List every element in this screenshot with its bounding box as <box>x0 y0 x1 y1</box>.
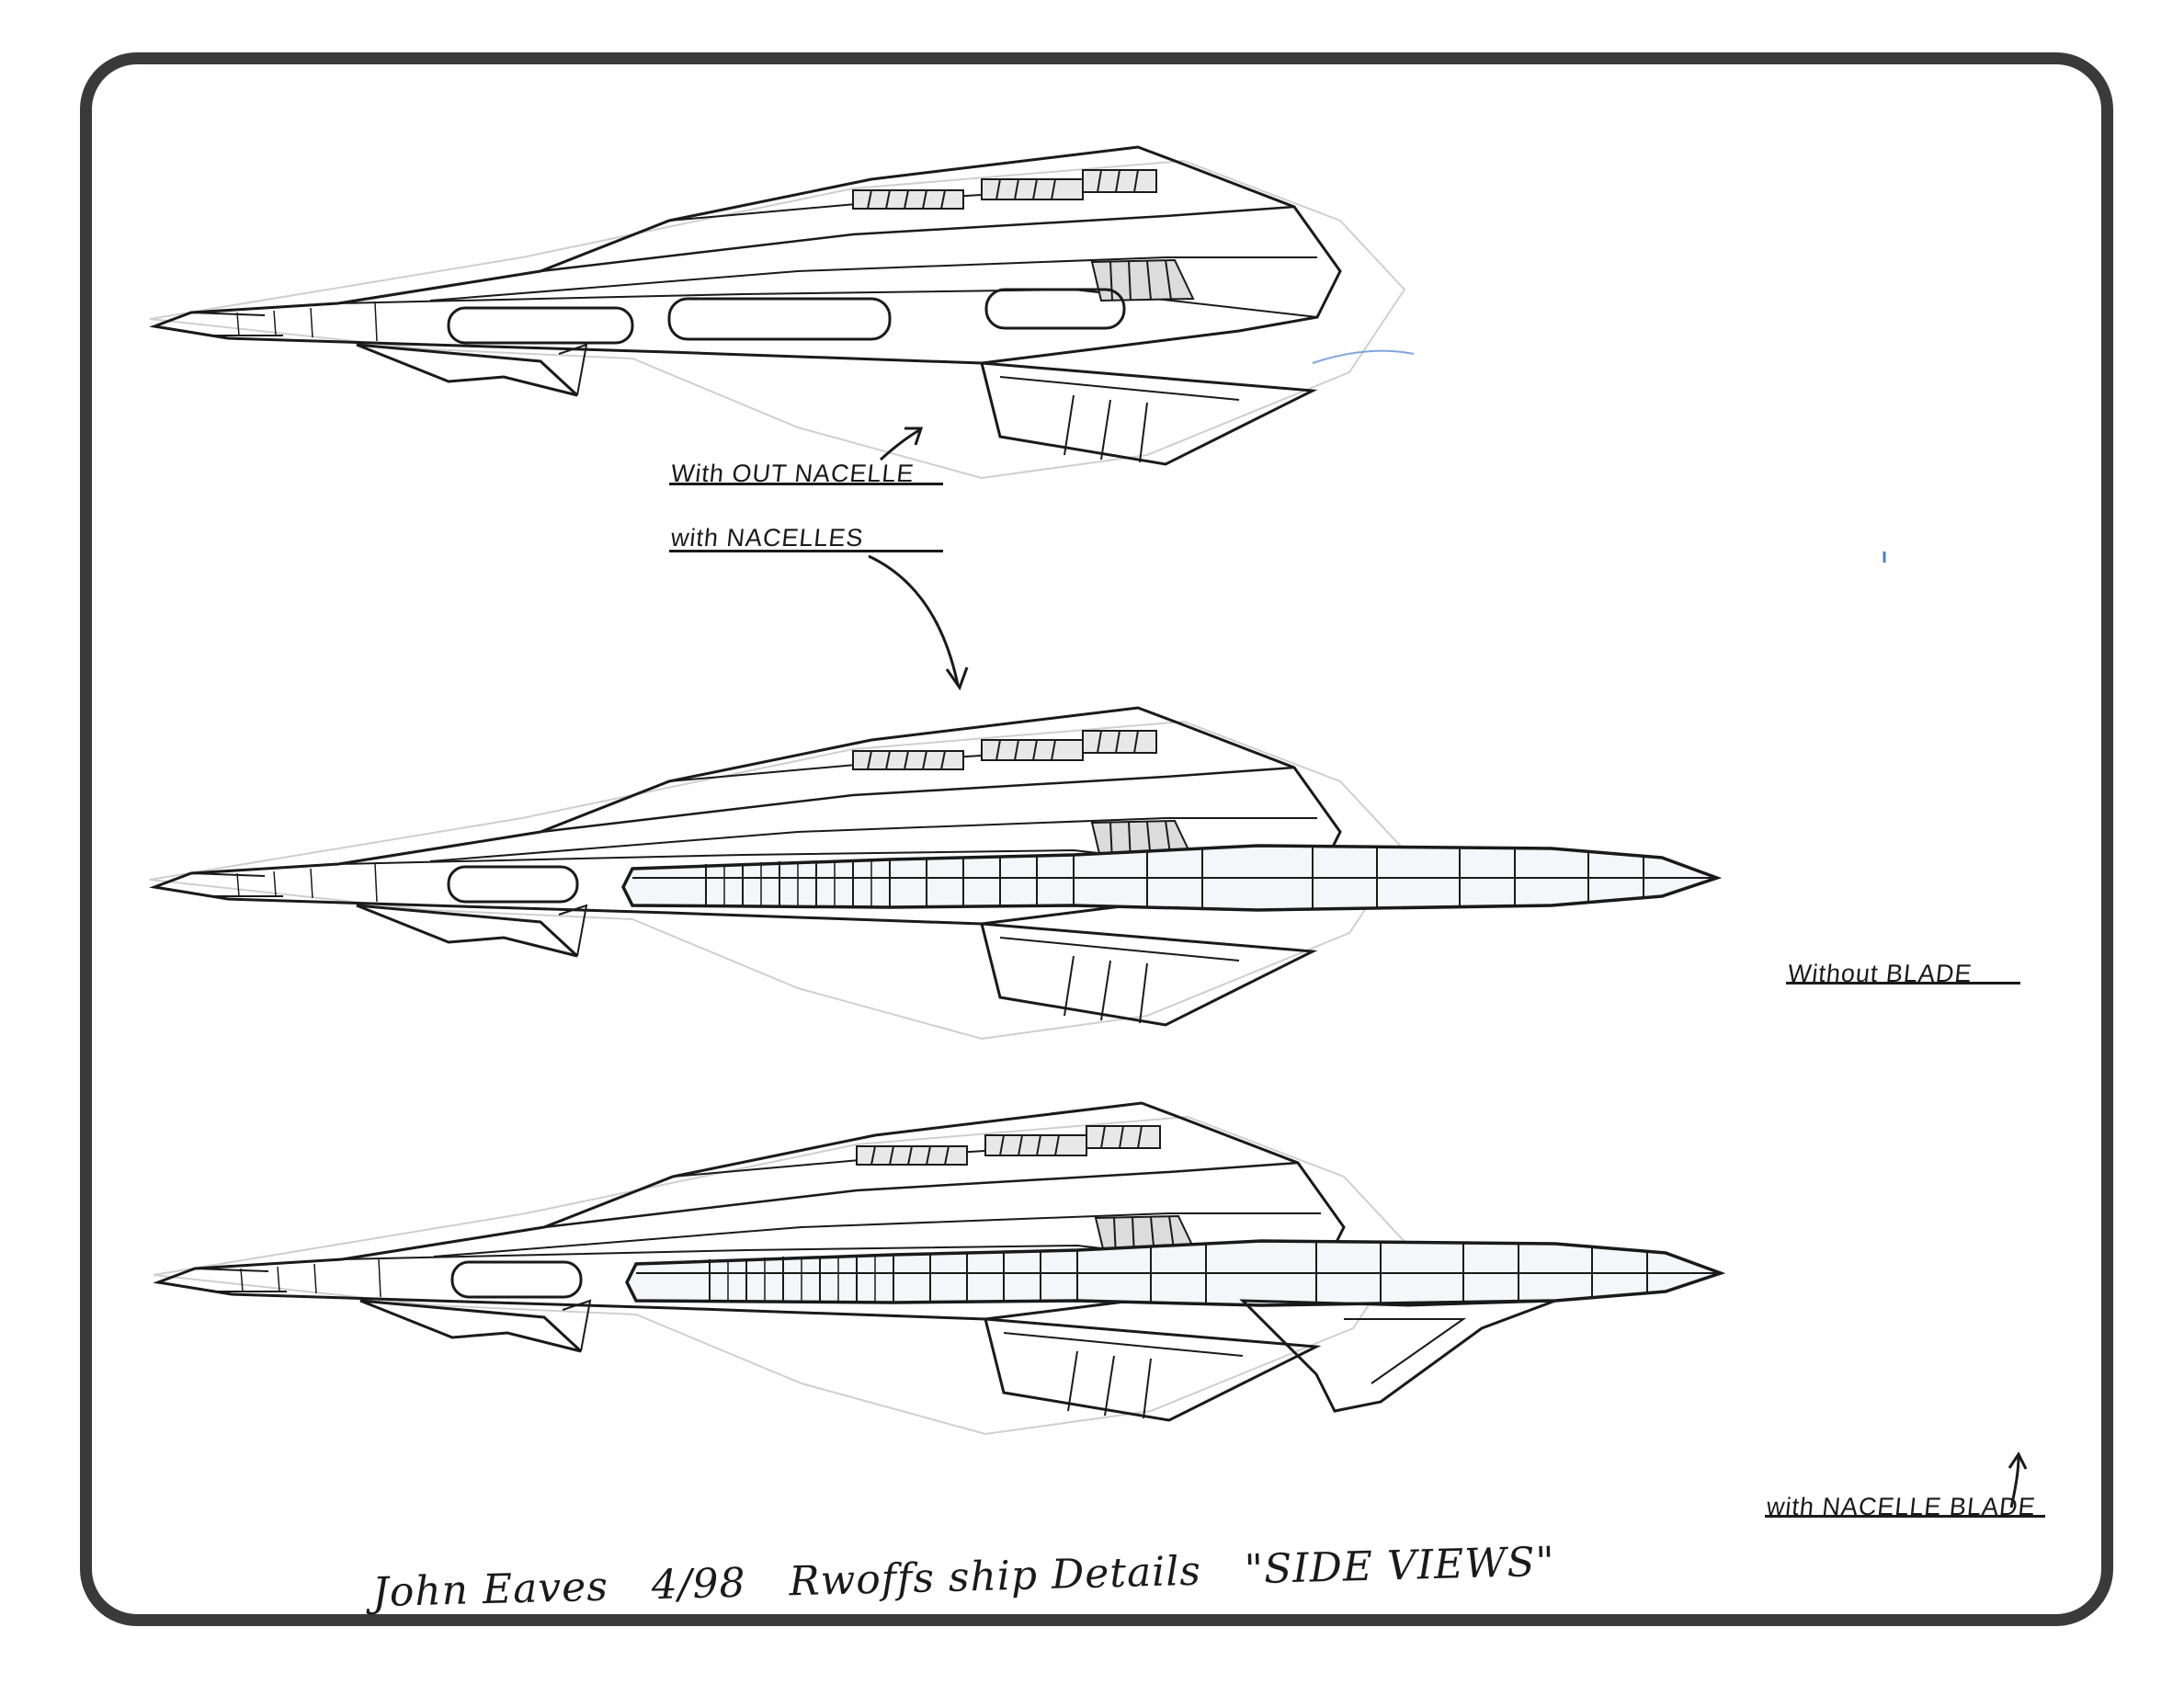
ship-with-nacelles <box>148 706 1719 1041</box>
ship-with-nacelle-blade <box>152 1101 1723 1436</box>
underline <box>1765 1515 2045 1518</box>
underline <box>669 550 943 552</box>
label-with-nacelles: with NACELLES <box>669 524 866 552</box>
arrow-icon <box>879 427 924 461</box>
ship-without-nacelle <box>148 145 1415 480</box>
arrow-icon <box>2008 1451 2028 1508</box>
signature: John Eaves <box>371 1563 609 1617</box>
arrow-icon <box>868 554 969 691</box>
caption-subtitle: "SIDE VIEWS" <box>1244 1538 1556 1594</box>
underline <box>669 483 943 485</box>
underline <box>1786 982 2020 984</box>
caption-date: 4/98 <box>651 1559 747 1610</box>
